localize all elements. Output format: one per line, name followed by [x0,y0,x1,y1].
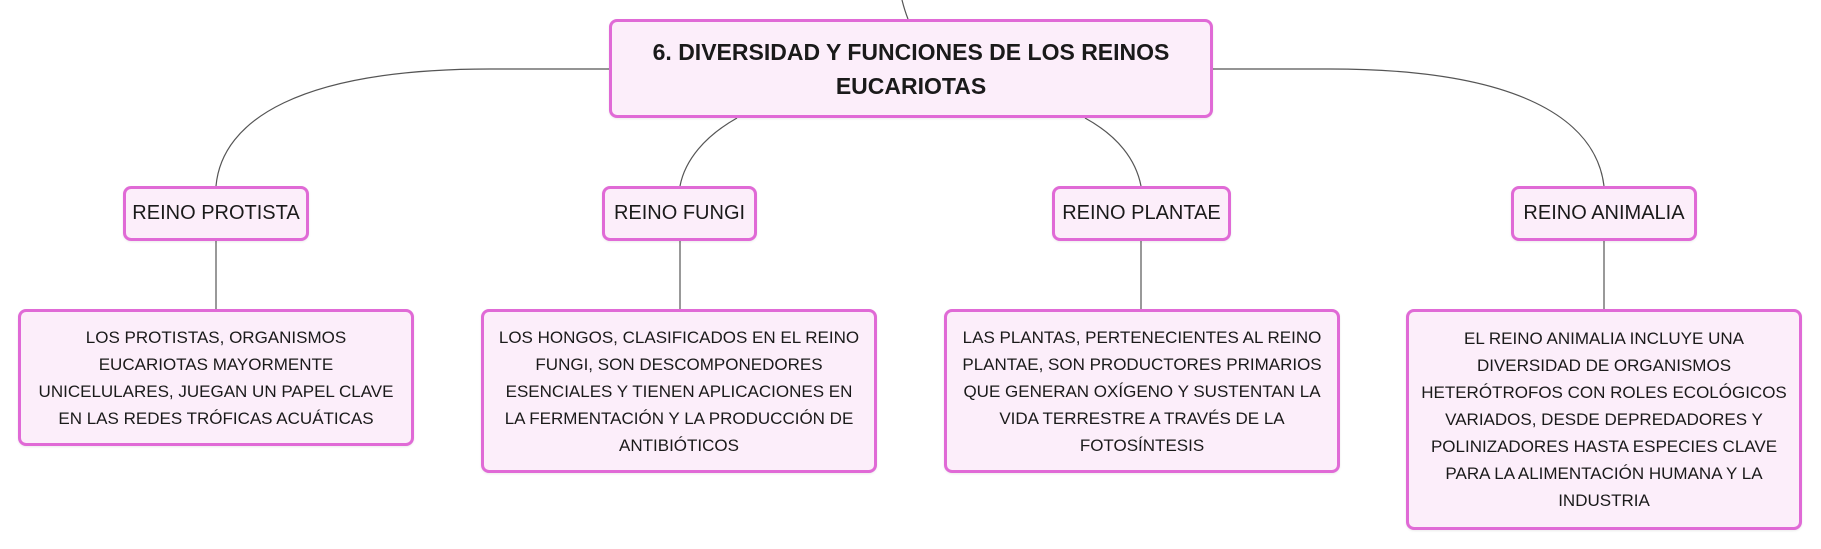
connector-root-plantae [1084,117,1142,187]
description-node-fungi[interactable]: LOS HONGOS, CLASIFICADOS EN EL REINO FUN… [481,309,877,473]
description-text: LOS HONGOS, CLASIFICADOS EN EL REINO FUN… [498,327,860,455]
description-text: LAS PLANTAS, PERTENECIENTES AL REINO PLA… [962,327,1322,455]
description-text: EL REINO ANIMALIA INCLUYE UNA DIVERSIDAD… [1421,329,1787,510]
kingdom-label: REINO PLANTAE [1062,202,1221,224]
description-node-protista[interactable]: LOS PROTISTAS, ORGANISMOS EUCARIOTAS MAY… [18,309,414,446]
description-node-plantae[interactable]: LAS PLANTAS, PERTENECIENTES AL REINO PLA… [944,309,1340,473]
kingdom-node-protista[interactable]: REINO PROTISTA [123,186,309,241]
root-topic[interactable]: 6. DIVERSIDAD Y FUNCIONES DE LOS REINOS … [609,19,1213,118]
connector-root-fungi [679,117,738,187]
kingdom-node-fungi[interactable]: REINO FUNGI [602,186,757,241]
connector-root-animalia [1213,68,1605,187]
kingdom-label: REINO ANIMALIA [1523,202,1685,224]
connector-root-protista [215,68,609,187]
kingdom-label: REINO PROTISTA [132,202,300,224]
description-node-animalia[interactable]: EL REINO ANIMALIA INCLUYE UNA DIVERSIDAD… [1406,309,1802,530]
connector-root-parent [901,0,909,20]
root-topic-title: 6. DIVERSIDAD Y FUNCIONES DE LOS REINOS … [652,38,1170,99]
description-text: LOS PROTISTAS, ORGANISMOS EUCARIOTAS MAY… [38,327,394,428]
kingdom-node-plantae[interactable]: REINO PLANTAE [1052,186,1231,241]
kingdom-label: REINO FUNGI [613,202,746,224]
kingdom-node-animalia[interactable]: REINO ANIMALIA [1511,186,1697,241]
